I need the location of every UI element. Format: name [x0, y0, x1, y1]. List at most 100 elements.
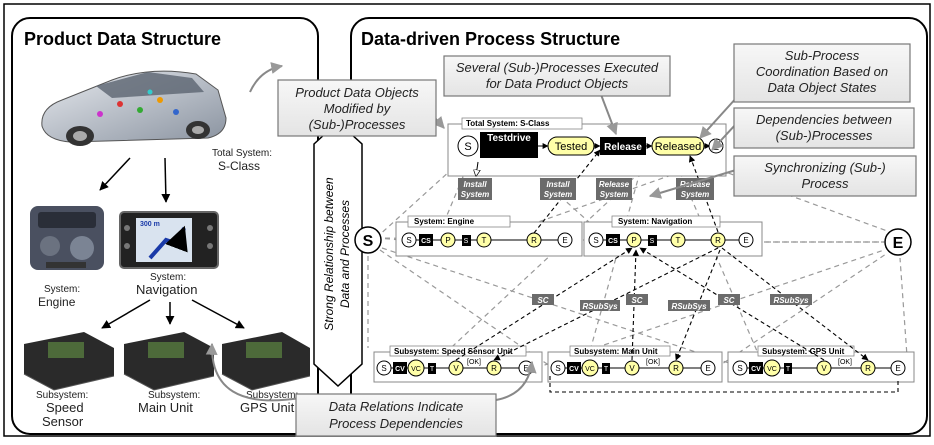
- total-system-box-title: Total System: S-Class: [466, 119, 550, 128]
- car-image: [41, 70, 227, 146]
- gps-subsystem-label: Subsystem:: [246, 390, 298, 401]
- gps-box-tab: [757, 345, 855, 357]
- navigation-name: Navigation: [136, 282, 197, 297]
- main-v-label: V: [629, 364, 635, 373]
- gps-r-label: R: [865, 364, 871, 373]
- nav-cs-label: CS: [608, 238, 618, 245]
- gps-ok-label: [OK]: [838, 359, 852, 366]
- svg-text:RSubSys: RSubSys: [671, 302, 707, 311]
- speed-box-tab: [389, 345, 527, 357]
- speed-vc-label: VC: [411, 366, 421, 373]
- svg-text:(Sub-)Processes: (Sub-)Processes: [309, 117, 406, 132]
- svg-text:System: System: [600, 190, 628, 199]
- svg-text:Sub-Process: Sub-Process: [785, 48, 860, 63]
- release-system-tag-2: Release System: [676, 178, 714, 200]
- sc-tag-1: SC: [532, 294, 554, 305]
- strong-relationship-line2: Data and Processes: [338, 200, 352, 308]
- main-unit-name: Main Unit: [138, 400, 193, 415]
- svg-text:Process Dependencies: Process Dependencies: [329, 416, 463, 431]
- main-t-small-label: T: [604, 366, 609, 373]
- engine-process: S CS P S T R E: [401, 232, 573, 248]
- nav-r-label: R: [715, 236, 721, 245]
- speed-start-label: S: [381, 364, 386, 373]
- svg-text:for Data Product Objects: for Data Product Objects: [486, 76, 629, 91]
- svg-text:RSubSys: RSubSys: [582, 302, 618, 311]
- nav-box-tab: [611, 215, 721, 228]
- total-open-arrow: [476, 161, 478, 176]
- left-panel-title: Product Data Structure: [24, 29, 221, 49]
- svg-text:Data Object States: Data Object States: [767, 80, 877, 95]
- main-box-title: Subsystem: Main Unit: [574, 347, 658, 356]
- nav-to-speed-arrow: [101, 299, 151, 329]
- tested-label: Tested: [555, 141, 587, 153]
- engine-box-tab: [407, 215, 511, 228]
- engine-t-label: T: [482, 236, 487, 245]
- speed-e-label: E: [523, 364, 528, 373]
- sc-tag-3: SC: [718, 294, 740, 305]
- car-to-navigation-arrow: [161, 157, 171, 203]
- gps-box-title: Subsystem: GPS Unit: [762, 347, 845, 356]
- release-step: [600, 137, 646, 155]
- callout-product-objects: Product Data Objects Modified by (Sub-)P…: [277, 79, 437, 137]
- global-start-label: S: [363, 233, 374, 250]
- engine-system-label: System:: [44, 284, 80, 295]
- nav-p-label: P: [631, 236, 636, 245]
- svg-text:RSubSys: RSubSys: [773, 296, 809, 305]
- main-vc-label: VC: [585, 366, 595, 373]
- rsubsys-tag-2: RSubSys: [668, 300, 710, 311]
- svg-text:Install: Install: [463, 180, 487, 189]
- callout-several-processes: Several (Sub-)Processes Executed for Dat…: [443, 55, 671, 97]
- svg-text:SC: SC: [723, 296, 734, 305]
- car-to-engine-arrow: [99, 157, 131, 191]
- nav-s-small-label: S: [650, 238, 655, 245]
- svg-text:SC: SC: [631, 296, 642, 305]
- speed-subsystem-label: Subsystem:: [36, 390, 88, 401]
- svg-text:System: System: [681, 190, 709, 199]
- svg-text:System: System: [544, 190, 572, 199]
- callout-dependencies: Dependencies between (Sub-)Processes: [733, 107, 915, 149]
- engine-box-title: System: Engine: [414, 217, 475, 226]
- release-label: Release: [604, 142, 642, 153]
- svg-text:Modified by: Modified by: [324, 101, 392, 116]
- svg-text:(Sub-)Processes: (Sub-)Processes: [776, 128, 873, 143]
- svg-text:Several (Sub-)Processes Execut: Several (Sub-)Processes Executed: [456, 60, 659, 75]
- svg-text:SC: SC: [537, 296, 548, 305]
- main-r-label: R: [673, 364, 679, 373]
- main-start-label: S: [555, 364, 560, 373]
- s-class-label: S-Class: [218, 159, 260, 173]
- speed-r-label: R: [491, 364, 497, 373]
- gps-process: S CV VC T V R E [OK]: [732, 359, 906, 377]
- callout-synchronizing: Synchronizing (Sub-) Process: [733, 155, 917, 197]
- testdrive-step: [480, 132, 538, 158]
- rsubsys-tag-1: RSubSys: [580, 300, 620, 311]
- svg-text:Dependencies between: Dependencies between: [756, 112, 892, 127]
- nav-to-gps-arrow: [191, 299, 245, 329]
- callout-data-relations: Data Relations Indicate Process Dependen…: [295, 393, 497, 437]
- speed-t-small-label: T: [430, 366, 435, 373]
- nav-screen-distance: 300 m: [140, 221, 160, 228]
- released-label: Released: [655, 141, 701, 153]
- gps-e-label: E: [895, 364, 900, 373]
- main-cv-label: CV: [569, 366, 579, 373]
- speed-sensor-image: [23, 332, 115, 391]
- svg-text:Process: Process: [802, 176, 849, 191]
- install-system-tag-2: Install System: [540, 178, 576, 200]
- svg-text:Coordination Based on: Coordination Based on: [756, 64, 888, 79]
- main-process: S CV VC T V R E [OK]: [550, 359, 716, 377]
- speed-name-1: Speed: [46, 400, 84, 415]
- navigation-system-label: System:: [150, 272, 186, 283]
- total-start-node: [457, 135, 479, 157]
- speed-v-label: V: [453, 364, 459, 373]
- nav-t-label: T: [676, 236, 681, 245]
- gps-v-label: V: [821, 364, 827, 373]
- engine-r-label: R: [531, 236, 537, 245]
- release-system-tag-1: Release System: [596, 178, 632, 200]
- rsubsys-tag-3: RSubSys: [770, 294, 812, 305]
- main-e-label: E: [705, 364, 710, 373]
- global-start-node: [354, 226, 382, 254]
- speed-box-title: Subsystem: Speed Sensor Unit: [394, 347, 513, 356]
- callout-coordination: Sub-Process Coordination Based on Data O…: [733, 43, 911, 103]
- svg-text:Release: Release: [599, 180, 630, 189]
